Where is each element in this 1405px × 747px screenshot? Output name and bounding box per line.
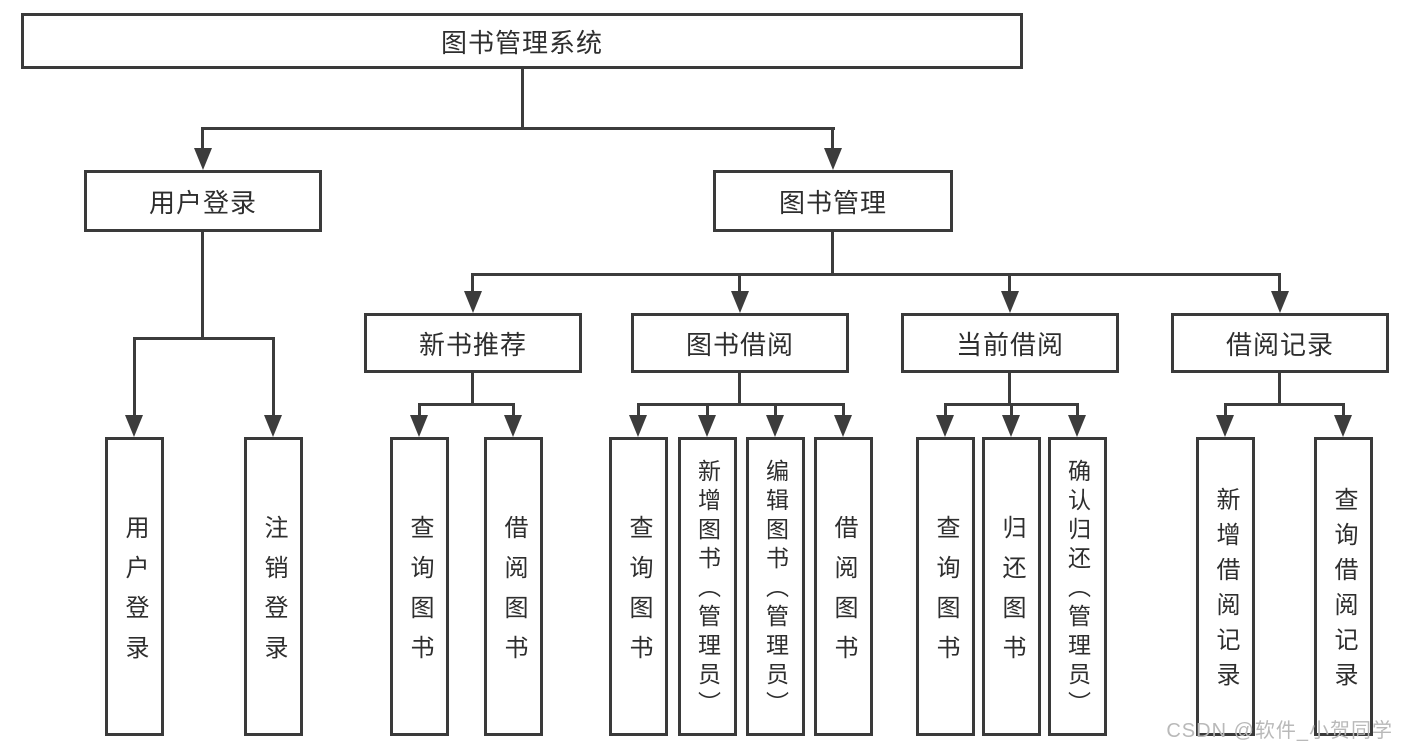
connector-line <box>471 373 474 406</box>
arrow-down-icon <box>194 148 212 170</box>
connector-line <box>944 403 947 417</box>
leaf-confirm-return-admin: 确认归还（管理员） <box>1048 437 1107 736</box>
connector-line <box>471 273 474 293</box>
connector-line <box>637 403 640 417</box>
node-library-system: 图书管理系统 <box>21 13 1023 69</box>
node-label: 查询图书 <box>932 514 959 675</box>
node-label: 查询图书 <box>625 514 652 675</box>
node-label: 用户登录 <box>121 514 148 675</box>
leaf-logout: 注销登录 <box>244 437 303 736</box>
node-label: 用户登录 <box>148 187 257 218</box>
node-label: 编辑图书（管理员） <box>762 459 789 720</box>
connector-line <box>831 127 834 151</box>
connector-line <box>738 273 741 293</box>
arrow-down-icon <box>834 415 852 437</box>
arrow-down-icon <box>125 415 143 437</box>
arrow-down-icon <box>936 415 954 437</box>
leaf-borrow-books-2: 借阅图书 <box>814 437 873 736</box>
node-borrow-records: 借阅记录 <box>1171 313 1389 373</box>
node-user-login: 用户登录 <box>84 170 322 232</box>
connector-line <box>471 273 1281 276</box>
connector-line <box>774 403 777 417</box>
connector-line <box>1008 373 1011 406</box>
arrow-down-icon <box>766 415 784 437</box>
connector-line <box>512 403 515 417</box>
csdn-watermark: CSDN @软件_小贺同学 <box>1166 720 1393 742</box>
leaf-query-borrow-record: 查询借阅记录 <box>1314 437 1373 736</box>
connector-line <box>1008 273 1011 293</box>
connector-line <box>706 403 709 417</box>
node-label: 确认归还（管理员） <box>1064 459 1091 720</box>
connector-line <box>1342 403 1345 417</box>
arrow-down-icon <box>464 291 482 313</box>
leaf-query-books-3: 查询图书 <box>916 437 975 736</box>
leaf-query-books-1: 查询图书 <box>390 437 449 736</box>
connector-line <box>521 69 524 127</box>
node-label: 查询借阅记录 <box>1330 487 1357 697</box>
arrow-down-icon <box>264 415 282 437</box>
arrow-down-icon <box>504 415 522 437</box>
connector-line <box>1010 403 1013 417</box>
connector-line <box>201 127 835 130</box>
leaf-borrow-books-1: 借阅图书 <box>484 437 543 736</box>
arrow-down-icon <box>1001 291 1019 313</box>
connector-line <box>738 373 741 406</box>
connector-line <box>418 403 421 417</box>
arrow-down-icon <box>1334 415 1352 437</box>
node-label: 注销登录 <box>260 514 287 675</box>
arrow-down-icon <box>629 415 647 437</box>
node-label: 新增图书（管理员） <box>694 459 721 720</box>
connector-line <box>842 403 845 417</box>
node-current-borrow: 当前借阅 <box>901 313 1119 373</box>
node-label: 借阅图书 <box>500 514 527 675</box>
connector-line <box>201 127 204 151</box>
arrow-down-icon <box>1216 415 1234 437</box>
connector-line <box>1224 403 1345 406</box>
leaf-query-books-2: 查询图书 <box>609 437 668 736</box>
connector-line <box>831 232 834 273</box>
node-label: 归还图书 <box>998 514 1025 675</box>
arrow-down-icon <box>1068 415 1086 437</box>
connector-line <box>637 403 845 406</box>
arrow-down-icon <box>731 291 749 313</box>
node-label: 图书管理 <box>778 187 887 218</box>
connector-line <box>272 337 275 417</box>
node-label: 新增借阅记录 <box>1212 487 1239 697</box>
leaf-user-login: 用户登录 <box>105 437 164 736</box>
leaf-edit-book-admin: 编辑图书（管理员） <box>746 437 805 736</box>
connector-line <box>418 403 515 406</box>
arrow-down-icon <box>1271 291 1289 313</box>
leaf-add-book-admin: 新增图书（管理员） <box>678 437 737 736</box>
arrow-down-icon <box>698 415 716 437</box>
connector-line <box>133 337 136 417</box>
node-book-borrow: 图书借阅 <box>631 313 849 373</box>
node-book-management: 图书管理 <box>713 170 953 232</box>
arrow-down-icon <box>410 415 428 437</box>
connector-line <box>133 337 275 340</box>
connector-line <box>201 232 204 337</box>
arrow-down-icon <box>1002 415 1020 437</box>
node-label: 当前借阅 <box>955 329 1064 360</box>
connector-line <box>1076 403 1079 417</box>
connector-line <box>1224 403 1227 417</box>
node-label: 借阅图书 <box>830 514 857 675</box>
connector-line <box>1278 273 1281 293</box>
arrow-down-icon <box>824 148 842 170</box>
node-label: 查询图书 <box>406 514 433 675</box>
node-label: 借阅记录 <box>1225 329 1334 360</box>
leaf-add-borrow-record: 新增借阅记录 <box>1196 437 1255 736</box>
node-label: 图书借阅 <box>685 329 794 360</box>
node-label: 新书推荐 <box>418 329 527 360</box>
leaf-return-books: 归还图书 <box>982 437 1041 736</box>
node-new-book-recommend: 新书推荐 <box>364 313 582 373</box>
connector-line <box>1278 373 1281 406</box>
node-label: 图书管理系统 <box>440 27 603 58</box>
